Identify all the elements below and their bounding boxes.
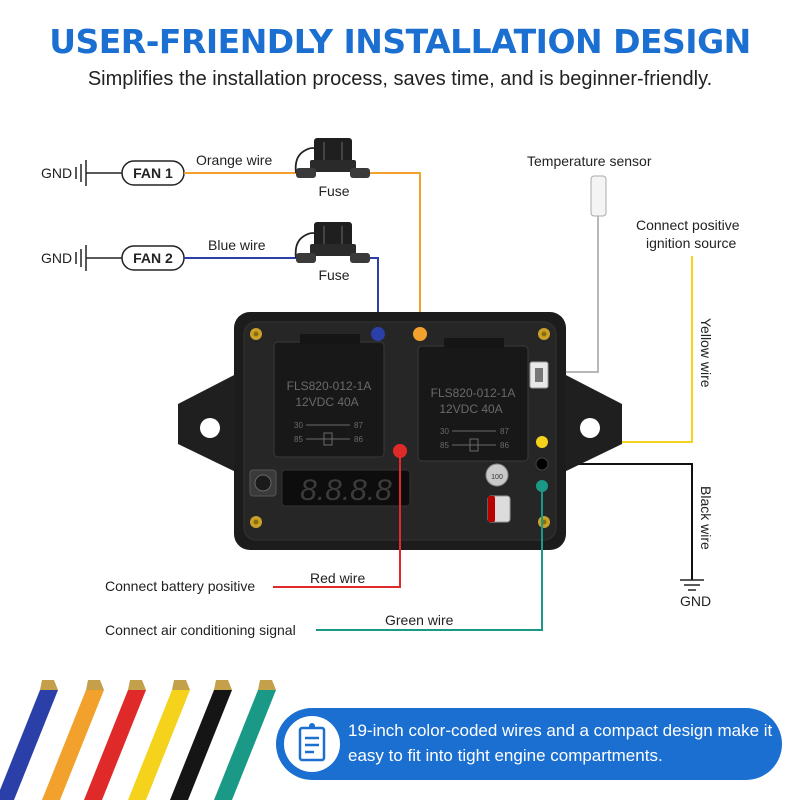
relay-1: FLS820-012-1A 12VDC 40A 30 85 87 86	[273, 334, 385, 458]
fan1-node: FAN 1	[121, 160, 185, 186]
green-wire-label: Green wire	[385, 612, 454, 628]
blue-wire-to-relay	[370, 257, 379, 334]
wire-sample-yellow	[128, 680, 190, 800]
gnd-label-fan1: GND	[41, 165, 72, 181]
relay-2-rating: 12VDC 40A	[439, 402, 502, 416]
document-icon	[284, 716, 340, 772]
red-wire	[273, 451, 401, 588]
connect-ac-label: Connect air conditioning signal	[105, 622, 296, 638]
relay-1-pin30: 30	[294, 421, 303, 430]
relay-1-model: FLS820-012-1A	[287, 379, 372, 393]
relay-2-pin87: 87	[500, 427, 509, 436]
relay-2-model: FLS820-012-1A	[431, 386, 516, 400]
black-wire	[542, 463, 693, 580]
temperature-sensor-label: Temperature sensor	[527, 153, 652, 169]
relay-1-pin85: 85	[294, 435, 303, 444]
page-subtitle: Simplifies the installation process, sav…	[87, 68, 713, 90]
terminal-orange	[413, 327, 427, 341]
terminal-blue	[371, 327, 385, 341]
fan2-label: FAN 2	[133, 250, 173, 266]
fan2-node: FAN 2	[121, 245, 185, 271]
ground-symbol-fan1	[75, 160, 122, 186]
relay-2-pin85: 85	[440, 441, 449, 450]
relay-2: FLS820-012-1A 12VDC 40A 30 85 87 86	[417, 338, 529, 462]
digital-display: 8.8.8.8	[281, 469, 411, 507]
gnd-label-fan2: GND	[41, 250, 72, 266]
ground-symbol-black	[680, 579, 704, 591]
fuse-1	[294, 138, 370, 178]
wire-samples	[0, 680, 276, 800]
setting-button	[249, 469, 277, 497]
ignition-label-line2: ignition source	[646, 235, 736, 251]
ignition-label-line1: Connect positive	[636, 217, 740, 233]
relay-1-rating: 12VDC 40A	[295, 395, 358, 409]
orange-wire-to-relay	[370, 172, 421, 334]
fuse-1-label: Fuse	[318, 183, 349, 199]
yellow-wire-label: Yellow wire	[698, 318, 714, 388]
capacitor-1: 100	[485, 463, 509, 487]
wire-sample-orange	[42, 680, 104, 800]
page-title: USER-FRIENDLY INSTALLATION DESIGN	[49, 22, 751, 61]
wire-sample-green	[214, 680, 276, 800]
green-wire	[316, 486, 543, 631]
blue-wire-label: Blue wire	[208, 237, 266, 253]
display-digits: 8.8.8.8	[300, 474, 392, 507]
fuse-2-label: Fuse	[318, 267, 349, 283]
gnd-label-black: GND	[680, 593, 711, 609]
svg-text:100: 100	[491, 474, 503, 481]
wire-sample-red	[84, 680, 146, 800]
black-wire-label: Black wire	[698, 486, 714, 550]
wire-sample-blue	[0, 680, 58, 800]
terminal-yellow	[536, 436, 548, 448]
fan1-label: FAN 1	[133, 165, 173, 181]
connect-battery-label: Connect battery positive	[105, 578, 255, 594]
relay-1-pin87: 87	[354, 421, 363, 430]
capacitor-2	[487, 495, 511, 523]
relay-2-pin30: 30	[440, 427, 449, 436]
red-wire-label: Red wire	[310, 570, 365, 586]
callout-text: 19-inch color-coded wires and a compact …	[348, 721, 773, 765]
fuse-2	[294, 222, 370, 263]
relay-2-pin86: 86	[500, 441, 509, 450]
info-callout: 19-inch color-coded wires and a compact …	[276, 708, 782, 780]
ground-symbol-fan2	[75, 245, 122, 271]
relay-1-pin86: 86	[354, 435, 363, 444]
sensor-connector	[529, 361, 549, 389]
orange-wire-label: Orange wire	[196, 152, 272, 168]
wire-sample-black	[170, 680, 232, 800]
terminal-black	[535, 457, 549, 471]
